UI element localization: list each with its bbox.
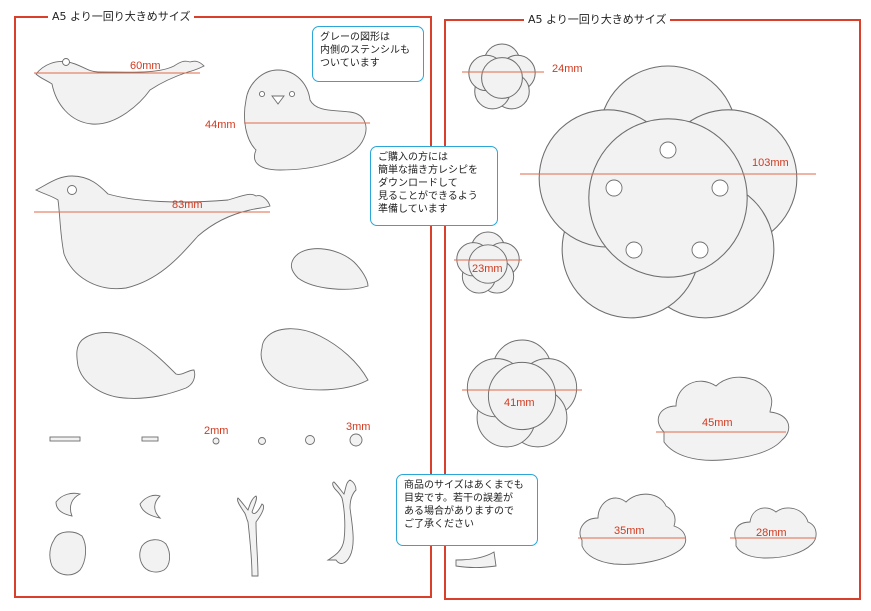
measure-label-chick: 44mm	[205, 119, 236, 131]
note-recipe-line: 準備しています	[378, 204, 448, 215]
bar-long-stencil	[49, 436, 81, 442]
note-stencil-line: グレーの図形は	[320, 32, 390, 43]
measure-label-dot-large: 3mm	[346, 421, 370, 433]
note-stencil-info: グレーの図形は 内側のステンシルも ついています	[312, 26, 424, 82]
dot-small-stencil	[258, 437, 266, 445]
chick-eye-right-hole	[288, 90, 296, 98]
branch-right-stencil	[326, 479, 357, 564]
leaf-right-stencil	[139, 539, 171, 573]
note-recipe-line: ダウンロードして	[378, 178, 458, 189]
flower-103mm-stencil	[539, 66, 797, 318]
leaf-left-stencil	[49, 531, 87, 576]
fragment-stencil	[455, 551, 497, 568]
note-size-line: 商品のサイズはあくまでも	[404, 480, 524, 491]
flower-41mm-stencil	[467, 340, 576, 447]
bird-small-eye-hole	[62, 58, 70, 66]
flower-103mm-hole-1	[659, 141, 677, 159]
note-recipe-line: 簡単な描き方レシピを	[378, 165, 478, 176]
wing-small-stencil	[290, 248, 369, 290]
note-size-disclaimer: 商品のサイズはあくまでも 目安です。若干の誤差が ある場合がありますので ご了承…	[396, 474, 538, 546]
chick-stencil	[244, 69, 367, 171]
sheet-left: A5 より一回り大きめサイズ	[14, 9, 432, 598]
flower-103mm-hole-2	[605, 179, 623, 197]
cloud-45mm-stencil	[657, 376, 790, 461]
sheet-right-title: A5 より一回り大きめサイズ	[524, 12, 671, 28]
measure-label-flower-23: 23mm	[472, 263, 503, 275]
note-size-line: ご了承ください	[404, 519, 474, 530]
crescent-right-stencil	[139, 494, 162, 519]
note-stencil-line: 内側のステンシルも	[320, 45, 410, 56]
sheet-right: A5 より一回り大きめサイズ	[444, 12, 861, 600]
wing-large-stencil	[260, 328, 369, 391]
measure-label-cloud-28: 28mm	[756, 527, 787, 539]
crescent-left-stencil	[55, 492, 82, 517]
bar-short-stencil	[141, 436, 159, 442]
note-recipe-info: ご購入の方には 簡単な描き方レシピを ダウンロードして 見ることができるよう 準…	[370, 146, 498, 226]
measure-label-bird-small: 60mm	[130, 60, 161, 72]
note-size-line: 目安です。若干の誤差が	[404, 493, 513, 504]
measure-label-cloud-45: 45mm	[702, 417, 733, 429]
bird-large-eye-hole	[67, 185, 77, 195]
measure-label-dot-small: 2mm	[204, 425, 228, 437]
cloud-28mm-stencil	[734, 507, 817, 559]
flower-103mm-hole-4	[625, 241, 643, 259]
bird-small-stencil	[35, 58, 205, 125]
measure-label-flower-103: 103mm	[752, 157, 789, 169]
dot-medium-stencil	[305, 435, 315, 445]
measure-label-flower-24: 24mm	[552, 63, 583, 75]
measure-label-flower-41: 41mm	[504, 397, 535, 409]
measure-label-cloud-35: 35mm	[614, 525, 645, 537]
dot-3mm-stencil	[349, 433, 363, 447]
tail-wing-stencil	[76, 332, 196, 399]
flower-103mm-hole-3	[711, 179, 729, 197]
chick-eye-left-hole	[258, 90, 266, 98]
note-stencil-line: ついています	[320, 58, 380, 69]
note-recipe-line: 見ることができるよう	[378, 191, 478, 202]
branch-left-stencil	[237, 495, 265, 577]
chick-beak-hole	[271, 95, 285, 105]
measure-label-bird-large: 83mm	[172, 199, 203, 211]
cloud-35mm-stencil	[579, 493, 687, 565]
flower-24mm-stencil	[469, 44, 535, 109]
note-size-line: ある場合がありますので	[404, 506, 514, 517]
sheet-left-title: A5 より一回り大きめサイズ	[48, 9, 195, 25]
note-recipe-line: ご購入の方には	[378, 152, 448, 163]
bird-large-stencil	[34, 175, 271, 290]
dot-2mm-stencil	[212, 437, 220, 445]
flower-103mm-hole-5	[691, 241, 709, 259]
